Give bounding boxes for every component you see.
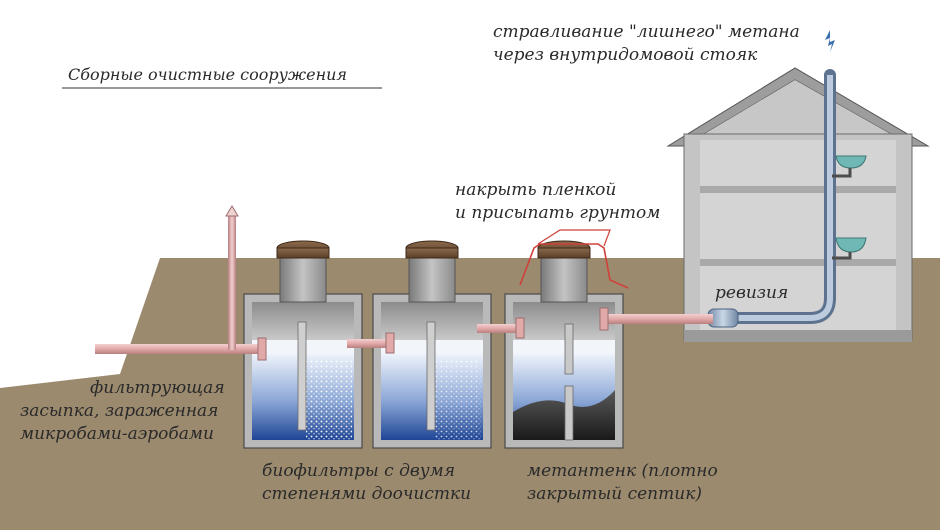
pipe-2-3 [477,324,521,333]
sludge-layer [513,390,615,440]
methane-tank-label-line1: метантенк (плотно [527,461,718,481]
vent-arrow-icon [825,30,835,52]
sink-lower [832,237,867,260]
tank-biofilter-2 [372,240,492,449]
filter-fill-label-line2: засыпка, зараженная [20,401,218,421]
methane-vent-label-line1: стравливание "лишнего" метана [493,22,800,42]
biofilters-label-line1: биофильтры с двумя [262,461,455,481]
methane-vent-label-line2: через внутридомовой стояк [493,45,758,65]
methane-tank-label-line2: закрытый септик) [527,484,702,504]
biofilters-label-line2: степенями доочистки [262,484,471,504]
house [666,67,930,342]
filter-fill-label-line1: фильтрующая [90,378,225,398]
tank-biofilter-1 [243,240,363,449]
cover-film-label-line1: накрыть пленкой [455,180,616,200]
pipe-1-2 [347,339,391,348]
film-cover [519,243,629,289]
inlet-pipe [95,344,263,354]
floor-slab-lower [700,259,896,266]
pipes [95,205,713,361]
diagram-title: Сборные очистные сооружения [68,65,347,84]
floor-slab-upper [700,186,896,193]
vent-pipe [228,216,236,350]
outlet-pipe [605,314,713,324]
sink-upper [832,155,867,178]
filter-fill-label-line3: микробами-аэробами [20,424,214,444]
revision-label: ревизия [715,283,788,303]
vent-riser [707,30,836,328]
vent-cap-icon [225,205,239,217]
cover-film-label-line2: и присыпать грунтом [455,203,660,223]
